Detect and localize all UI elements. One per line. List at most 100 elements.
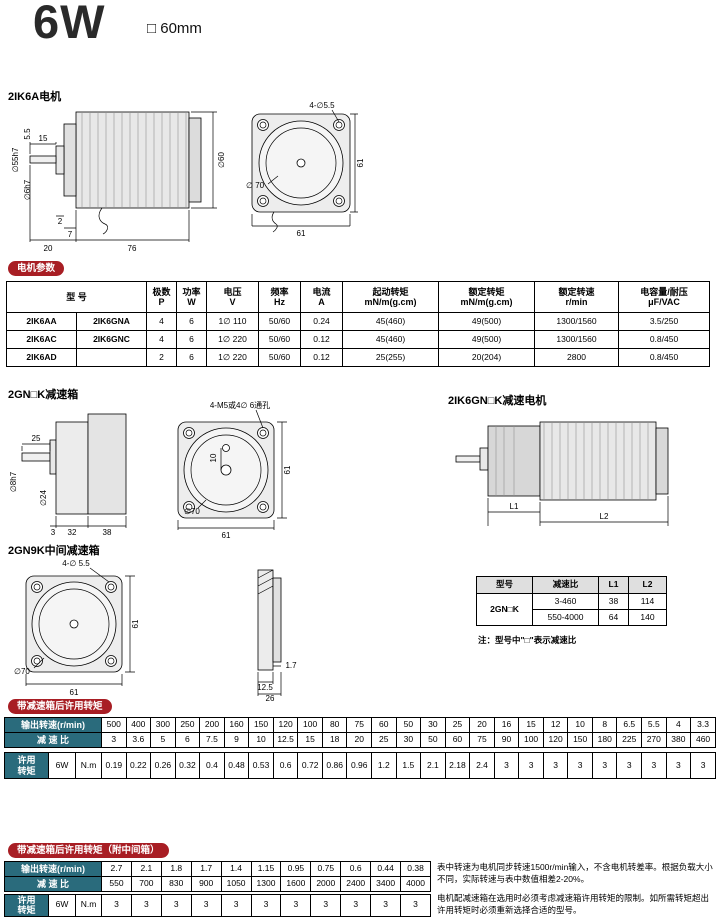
cell: 1.2	[371, 752, 397, 779]
cell: 64	[598, 609, 629, 626]
cell: 1050	[220, 876, 252, 892]
cell: 2400	[340, 876, 372, 892]
ratio-dimension-table: 型号 减速比 L1 L2 2GN□K 3-460 38 114 550-4000…	[476, 576, 667, 626]
cell: 5.5	[641, 717, 667, 733]
dim-shaft-dia: ∅8h7	[9, 471, 18, 492]
shaft	[29, 155, 57, 164]
col-header-poles: 极数 P	[146, 281, 178, 313]
motor-table-header-row: 型 号 极数 P 功率 W 电压 V 频率 Hz 电流 A 起动转矩 mN/m(…	[5, 281, 710, 313]
cell: 25	[444, 717, 471, 733]
mounting-holes	[257, 119, 345, 207]
model-label: 6W	[48, 894, 76, 917]
cell: 0.8/450	[618, 348, 710, 367]
cell: 250	[174, 717, 201, 733]
cell: 120	[542, 732, 569, 748]
cell: 1300	[250, 876, 282, 892]
cell: 3	[567, 752, 593, 779]
cell: 49(500)	[438, 330, 536, 349]
offset-hole	[222, 444, 230, 452]
cell: 114	[628, 593, 667, 610]
cell: 3-460	[532, 593, 599, 610]
motor-side-view-drawing: 15 5.5 ∅6h7 ∅55h7 2 7 20 76 ∅60	[11, 111, 226, 253]
cell: 4	[665, 717, 692, 733]
cell: 2.1	[420, 752, 446, 779]
cell: 60	[371, 717, 397, 733]
cell: 10	[248, 732, 274, 748]
cell: 2IK6AA	[6, 312, 77, 331]
cell: 6	[176, 348, 208, 367]
cell: 0.38	[400, 861, 431, 877]
cell: 75	[469, 732, 495, 748]
cell: 90	[493, 732, 520, 748]
gearbox-boss	[49, 439, 57, 475]
motor-body	[75, 111, 190, 209]
dim-width-61: 61	[297, 229, 306, 238]
cell: 3	[280, 894, 312, 917]
section-label-midbox: 2GN9K中间减速箱	[8, 545, 100, 557]
dim-60-dia: ∅60	[217, 152, 226, 168]
cell: 0.95	[280, 861, 312, 877]
dim-holes: 4-M5或4∅ 6通孔	[210, 400, 270, 410]
dim-width-61: 61	[70, 688, 79, 697]
cell: 0.26	[150, 752, 176, 779]
cell: 2IK6AC	[6, 330, 77, 349]
shaft-boss	[55, 145, 65, 175]
cell: 3	[160, 894, 192, 917]
dim-3: 3	[51, 528, 56, 537]
cell: 9	[223, 732, 250, 748]
cell: 49(500)	[438, 312, 536, 331]
cell: 25(255)	[342, 348, 440, 367]
motor-params-pill: 电机参数	[8, 261, 65, 276]
motor-block	[539, 421, 657, 501]
cell: 100	[297, 717, 323, 733]
cell: 6	[176, 312, 208, 331]
mounting-holes	[183, 427, 269, 513]
cell: 3	[130, 894, 162, 917]
dim-24-dia: ∅24	[39, 490, 48, 506]
output-speed-label: 输出转速(r/min)	[4, 717, 102, 733]
dim-holes: 4-∅ 5.5	[62, 559, 90, 568]
cell: 15	[297, 732, 323, 748]
end-cap	[188, 117, 202, 203]
col-header-rated-torque: 额定转矩 mN/m(g.cm)	[438, 281, 536, 313]
cell: 300	[150, 717, 176, 733]
cell: 2.7	[101, 861, 132, 877]
ratio-table-header-row: 型号 减速比 L1 L2	[476, 576, 667, 594]
dim-12-5: 12.5	[257, 683, 273, 692]
cell: 1∅ 110	[206, 312, 260, 331]
cell: 45(460)	[342, 312, 440, 331]
col-header-capacitor: 电容量/耐压 μF/VAC	[618, 281, 710, 313]
cell: 12.5	[272, 732, 299, 748]
cell: 60	[444, 732, 471, 748]
cell: 1.8	[160, 861, 192, 877]
cooling-fins	[543, 422, 649, 500]
col-header-power: 功率 W	[176, 281, 208, 313]
allowable-torque-label: 许用 转矩	[4, 752, 49, 779]
dim-body-dia: ∅55h7	[11, 147, 20, 172]
cell: 180	[591, 732, 618, 748]
midbox-plate-thin	[272, 577, 282, 663]
cell: 2.4	[469, 752, 495, 779]
cell: 2IK6AD	[6, 348, 77, 367]
cell: 0.72	[297, 752, 323, 779]
cell: 4000	[400, 876, 431, 892]
cell: 3	[101, 894, 132, 917]
cell: 50/60	[258, 330, 302, 349]
cell: 150	[567, 732, 593, 748]
cell: 3	[400, 894, 431, 917]
cell: 3	[665, 752, 692, 779]
torque-pill: 带减速箱后许用转矩	[8, 699, 112, 714]
cell: 200	[199, 717, 225, 733]
cell: 1.5	[395, 752, 422, 779]
cell: 15	[518, 717, 544, 733]
cell: 140	[628, 609, 667, 626]
dim-2: 2	[58, 217, 63, 226]
cell: 1300/1560	[534, 330, 620, 349]
dim-5-5: 5.5	[23, 128, 32, 140]
